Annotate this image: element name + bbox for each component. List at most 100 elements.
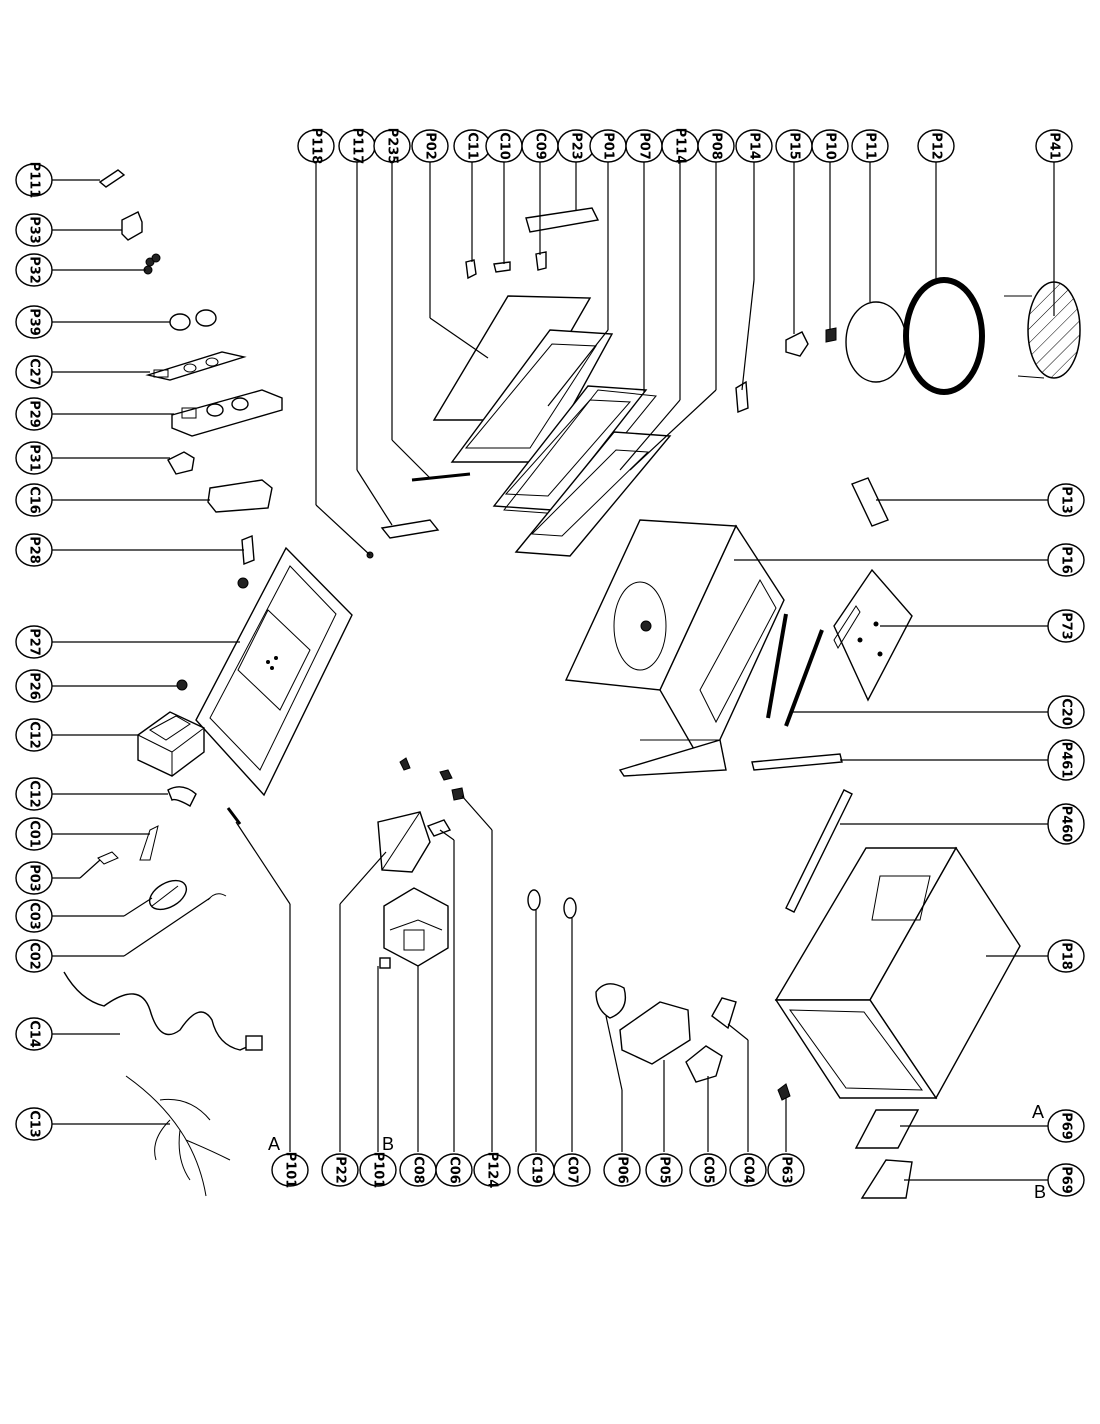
callout-label: P28 xyxy=(27,536,42,564)
callout-bottom-1: P22 xyxy=(321,1153,359,1187)
callout-left-12: C12 xyxy=(15,777,53,811)
part-c06 xyxy=(426,819,452,837)
leader-lines xyxy=(52,162,1055,1181)
callout-label: C07 xyxy=(565,1156,580,1184)
part-p26 xyxy=(176,679,188,691)
callout-left-11: C12 xyxy=(15,718,53,752)
callout-right-6: P18 xyxy=(1047,939,1085,973)
part-p41 xyxy=(1004,281,1081,379)
part-p29 xyxy=(171,389,283,437)
part-c27 xyxy=(145,351,247,381)
callout-label: P117 xyxy=(350,128,365,165)
callout-label: P118 xyxy=(309,128,324,165)
callout-top-15: P11 xyxy=(851,129,889,163)
callout-label: P02 xyxy=(423,132,438,160)
callout-top-12: P14 xyxy=(735,129,773,163)
part-screw xyxy=(237,577,249,589)
part-p16 xyxy=(564,519,785,777)
part-small-a xyxy=(399,757,411,771)
callout-label: P111 xyxy=(27,162,42,199)
callouts-left: P111 P33 P32 P39 C27 P29 P31 C16 P28 P27… xyxy=(15,162,53,1141)
callout-bottom-9: P05 xyxy=(645,1153,683,1187)
callout-right-3: C20 xyxy=(1047,695,1085,729)
side-label-b-right: B xyxy=(1034,1182,1046,1202)
callout-label: P69 xyxy=(1059,1166,1074,1194)
callout-bottom-0: P101 xyxy=(271,1152,309,1189)
part-p101-b xyxy=(379,957,391,969)
callout-label: P69 xyxy=(1059,1112,1074,1140)
callout-label: P101 xyxy=(371,1152,386,1189)
callout-top-9: P07 xyxy=(625,129,663,163)
callout-label: P11 xyxy=(863,132,878,160)
part-c19 xyxy=(527,889,541,911)
callout-label: P73 xyxy=(1059,612,1074,640)
part-p27 xyxy=(195,546,353,797)
callout-label: C12 xyxy=(27,780,42,808)
part-c12-transformer xyxy=(137,711,205,777)
callout-left-3: P39 xyxy=(15,305,53,339)
callout-label: P14 xyxy=(747,132,762,160)
part-p12 xyxy=(903,277,985,395)
part-c12-clip xyxy=(167,786,197,807)
callout-label: C27 xyxy=(27,358,42,386)
part-p235 xyxy=(411,472,471,482)
callout-right-2: P73 xyxy=(1047,609,1085,643)
side-label-b-bottom: B xyxy=(382,1134,394,1154)
callout-left-13: C01 xyxy=(15,817,53,851)
part-p33 xyxy=(121,211,143,241)
callout-label: C06 xyxy=(447,1156,462,1184)
callouts-bottom: P101 P22 P101 C08 C06 P124 C19 C07 P06 P… xyxy=(271,1152,805,1189)
callout-label: C16 xyxy=(27,486,42,514)
callout-left-16: C02 xyxy=(15,939,53,973)
callouts-top: P118 P117 P235 P02 C11 C10 C09 P23 P01 P… xyxy=(297,128,1073,165)
callout-label: P41 xyxy=(1047,132,1062,160)
callout-label: P461 xyxy=(1059,742,1074,779)
callout-bottom-5: P124 xyxy=(473,1152,511,1188)
part-p05 xyxy=(619,1001,691,1065)
part-c20-a xyxy=(766,613,788,719)
callout-label: P101 xyxy=(283,1152,298,1189)
part-p18 xyxy=(774,846,1021,1100)
callout-label: C19 xyxy=(529,1156,544,1184)
part-p117 xyxy=(380,519,440,539)
callout-top-7: P23 xyxy=(557,129,595,163)
callout-top-5: C10 xyxy=(485,129,523,163)
callout-right-1: P16 xyxy=(1047,543,1085,577)
callout-label: P16 xyxy=(1059,546,1074,574)
part-p10 xyxy=(825,327,837,343)
callout-label: P13 xyxy=(1059,486,1074,514)
callout-left-15: C03 xyxy=(15,899,53,933)
callout-right-7: P69 xyxy=(1047,1109,1085,1143)
part-c10 xyxy=(493,261,511,273)
part-p28 xyxy=(241,534,255,566)
part-c03 xyxy=(148,879,188,911)
callout-label: C01 xyxy=(27,820,42,848)
callout-left-10: P26 xyxy=(15,669,53,703)
callout-label: P39 xyxy=(27,308,42,336)
callout-label: C08 xyxy=(411,1156,426,1184)
callout-left-17: C14 xyxy=(15,1017,53,1051)
callout-label: P31 xyxy=(27,444,42,472)
callout-top-10: P114 xyxy=(661,128,699,164)
part-p114 xyxy=(503,389,657,515)
callout-label: P22 xyxy=(333,1156,348,1184)
callout-label: C12 xyxy=(27,721,42,749)
part-p11 xyxy=(845,301,907,383)
callout-label: P07 xyxy=(637,132,652,160)
part-p13 xyxy=(851,477,889,527)
part-c11 xyxy=(465,259,477,280)
callout-bottom-8: P06 xyxy=(603,1153,641,1187)
callouts-right: P13 P16 P73 C20 P461 P460 P18 P69 P69 xyxy=(1047,483,1085,1197)
callout-label: P32 xyxy=(27,256,42,284)
callout-top-6: C09 xyxy=(521,129,559,163)
part-c04 xyxy=(711,997,737,1030)
part-c02 xyxy=(207,893,227,901)
callout-right-0: P13 xyxy=(1047,483,1085,517)
callout-bottom-2: P101 xyxy=(359,1152,397,1189)
callout-top-3: P02 xyxy=(411,129,449,163)
part-c07 xyxy=(563,897,577,919)
callout-left-5: P29 xyxy=(15,397,53,431)
part-p07 xyxy=(492,385,648,511)
callout-top-8: P01 xyxy=(589,129,627,163)
callout-label: C09 xyxy=(533,132,548,160)
